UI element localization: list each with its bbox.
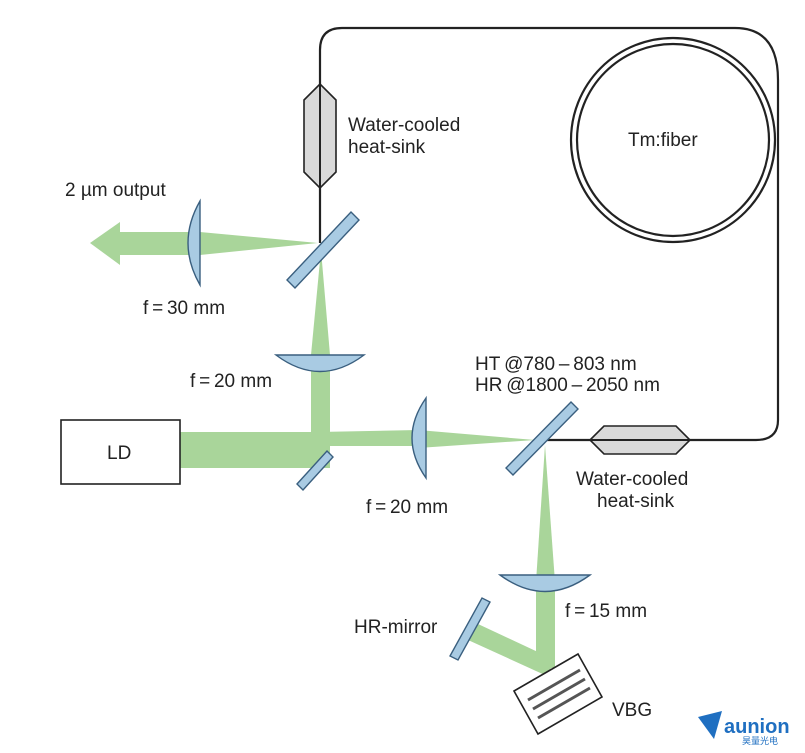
pump-beam-from-ld	[180, 432, 330, 468]
vertical-lens	[273, 354, 367, 373]
fiber	[318, 26, 780, 442]
fiber-coil-outer	[569, 36, 777, 244]
output-beam	[120, 232, 200, 255]
ld-label: LD	[107, 443, 131, 464]
fiber-top-path	[318, 26, 780, 442]
beam-paths	[90, 222, 555, 676]
output-arrow	[90, 222, 120, 265]
optics	[187, 198, 593, 661]
output-label: 2 µm output	[65, 180, 166, 201]
heat-sink-right	[588, 425, 692, 455]
heat-sink-right-label-2: heat-sink	[597, 491, 675, 512]
dichroic-label-1: HT @780 – 803 nm	[475, 354, 637, 375]
vbg-lens	[497, 574, 593, 593]
watermark-logo: aunion 昊量光电	[698, 711, 790, 746]
ld-box	[60, 419, 181, 485]
heat-sink-top-label-2: heat-sink	[348, 137, 426, 158]
hr-mirror-label: HR-mirror	[354, 617, 438, 638]
vbg-block	[512, 652, 604, 736]
dichroic-mirror	[505, 401, 579, 476]
watermark-icon	[698, 711, 722, 739]
pump-beam-focused	[418, 430, 535, 448]
output-beam-diverging	[200, 232, 318, 255]
heat-sink-top	[303, 82, 337, 190]
pump-mirror	[296, 449, 334, 492]
heat-sink-top-label-1: Water-cooled	[348, 115, 460, 136]
vbg-lens-focal-label: f = 15 mm	[565, 601, 647, 622]
heat-sink-right-label-1: Water-cooled	[576, 469, 688, 490]
horizontal-lens-focal-label: f = 20 mm	[366, 497, 448, 518]
output-lens	[187, 198, 201, 288]
vbg-beam-focused	[536, 445, 555, 582]
output-lens-focal-label: f = 30 mm	[143, 298, 225, 319]
watermark-sub: 昊量光电	[742, 735, 778, 746]
vertical-lens-focal-label: f = 20 mm	[190, 371, 272, 392]
vbg-label: VBG	[612, 700, 652, 721]
labels: 2 µm output f = 30 mm f = 20 mm f = 20 m…	[65, 115, 698, 721]
vertical-beam	[311, 355, 330, 440]
fiber-coil-inner	[575, 42, 771, 238]
watermark-brand: aunion	[724, 716, 790, 738]
vertical-beam-focused	[311, 250, 330, 355]
fiber-label: Tm:fiber	[628, 130, 698, 151]
hr-mirror-beam	[468, 624, 555, 676]
dichroic-label-2: HR @1800 – 2050 nm	[475, 375, 660, 396]
hr-mirror	[449, 597, 491, 661]
horizontal-lens	[411, 395, 427, 481]
output-mirror	[286, 210, 360, 290]
pump-beam-to-lens	[318, 430, 418, 446]
vbg-beam	[536, 582, 555, 668]
